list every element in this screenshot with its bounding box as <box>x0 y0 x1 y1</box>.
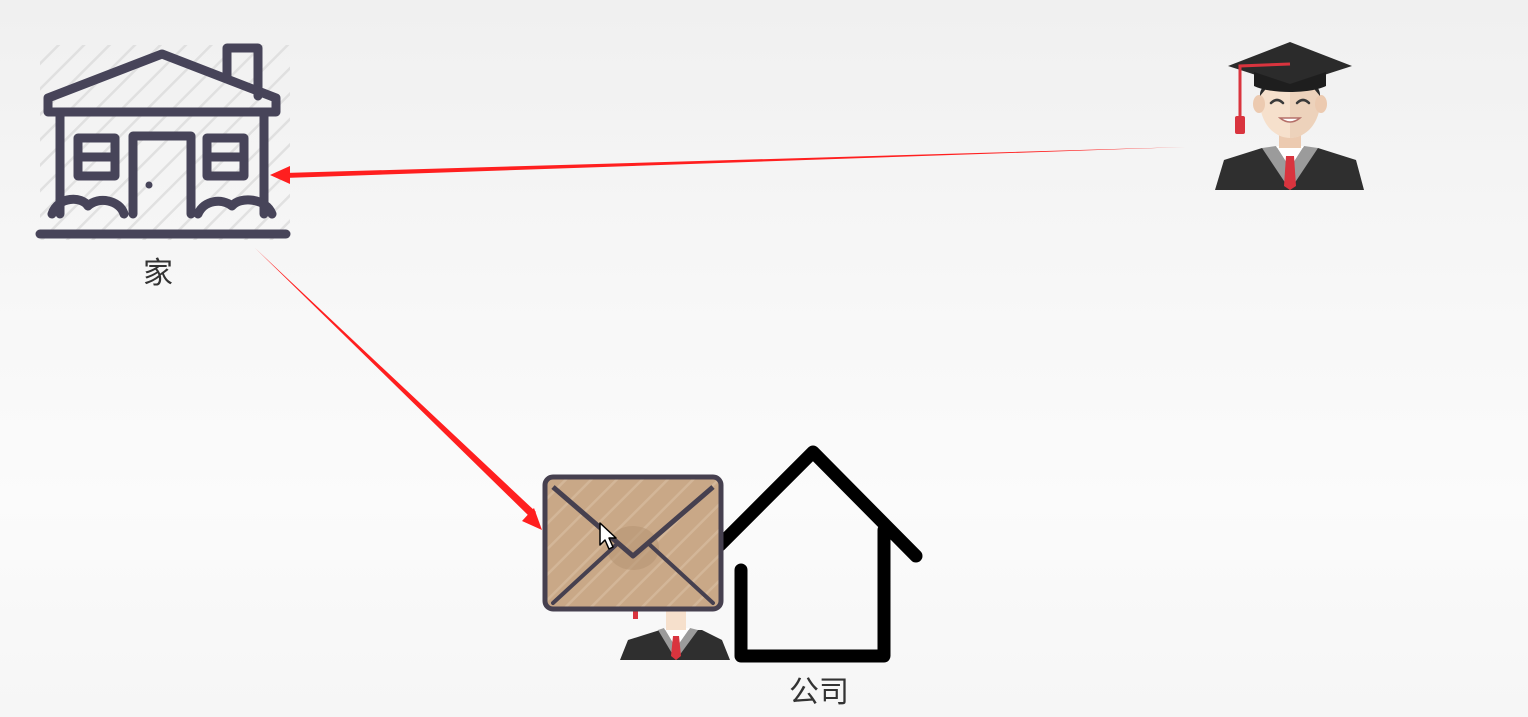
home-label: 家 <box>143 256 173 291</box>
envelope-icon <box>542 474 724 612</box>
arrow-home-to-company <box>255 248 542 530</box>
mouse-cursor-icon <box>599 522 617 550</box>
employee-person-icon <box>620 605 730 660</box>
house-icon <box>35 43 291 240</box>
graduate-person-icon <box>1215 42 1364 190</box>
arrow-graduate-to-home <box>270 147 1185 184</box>
company-house-icon <box>713 445 923 663</box>
company-label: 公司 <box>789 675 849 710</box>
